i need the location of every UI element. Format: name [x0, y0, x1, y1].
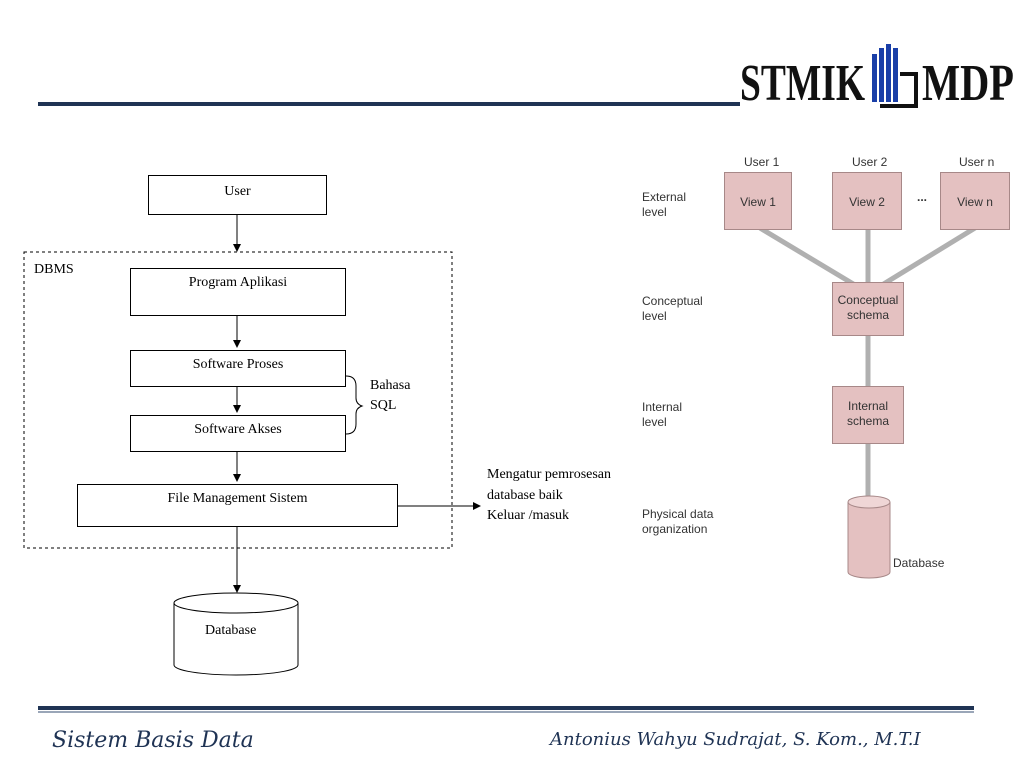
connector-viewn [880, 225, 977, 288]
sql-brace-icon [345, 375, 364, 435]
view1-box: View 1 [724, 172, 792, 230]
right-diagram-lines [758, 225, 977, 579]
software-akses-box: Software Akses [130, 415, 346, 452]
file-management-box: File Management Sistem [77, 484, 398, 527]
viewn-box: View n [940, 172, 1010, 230]
conceptual-schema-box: Conceptual schema [832, 282, 904, 336]
bahasa-label: Bahasa [370, 378, 411, 393]
user1-label: User 1 [744, 155, 780, 169]
conceptual-level-label-2: level [642, 309, 667, 323]
logo-right-text: MDP [922, 55, 1014, 112]
left-diagram-lines [23, 214, 481, 676]
views-ellipsis: ... [917, 190, 928, 204]
user-box: User [148, 175, 327, 215]
conceptual-schema-label-1: Conceptual [837, 293, 899, 307]
dbms-boundary [23, 251, 453, 549]
note-line-1: Mengatur pemrosesan [487, 467, 612, 482]
usern-label: User n [959, 155, 995, 169]
footer-rule-shadow [38, 711, 974, 713]
software-akses-label: Software Akses [194, 422, 282, 437]
conceptual-level-label-1: Conceptual [642, 294, 703, 308]
logo-graphic: STMIK MDP [740, 44, 1014, 112]
right-database-label: Database [893, 556, 945, 570]
viewn-label: View n [957, 195, 993, 209]
note-line-3: Keluar /masuk [487, 508, 570, 523]
stmik-mdp-logo: STMIK MDP [740, 42, 1020, 112]
right-database-cylinder-icon [847, 495, 891, 579]
external-level-label-2: level [642, 205, 667, 219]
physical-level-label-2: organization [642, 522, 708, 536]
external-level-label-1: External [642, 190, 687, 204]
footer-author: Antonius Wahyu Sudrajat, S. Kom., M.T.I [550, 729, 921, 750]
logo-left-text: STMIK [740, 55, 865, 112]
user2-label: User 2 [852, 155, 888, 169]
sql-label: SQL [370, 398, 397, 413]
dbms-label: DBMS [34, 262, 74, 277]
internal-schema-label-2: schema [846, 414, 890, 428]
software-proses-label: Software Proses [192, 357, 284, 372]
view2-box: View 2 [832, 172, 902, 230]
database-cylinder-icon [173, 592, 299, 676]
internal-level-label-1: Internal [642, 400, 683, 414]
header-rule [38, 102, 740, 106]
connector-view1 [758, 225, 857, 288]
footer-course-title: Sistem Basis Data [52, 728, 254, 753]
file-management-label: File Management Sistem [167, 491, 308, 506]
software-proses-box: Software Proses [130, 350, 346, 387]
footer-rule [38, 706, 974, 710]
database-label: Database [205, 623, 257, 638]
internal-schema-label-1: Internal [847, 399, 889, 413]
user-label: User [224, 184, 251, 199]
note-line-2: database baik [487, 488, 563, 503]
conceptual-schema-label-2: schema [846, 308, 890, 322]
program-aplikasi-label: Program Aplikasi [188, 275, 288, 290]
physical-level-label-1: Physical data [642, 507, 714, 521]
internal-schema-box: Internal schema [832, 386, 904, 444]
view2-label: View 2 [849, 195, 885, 209]
logo-emblem-icon [872, 44, 918, 108]
internal-level-label-2: level [642, 415, 667, 429]
program-aplikasi-box: Program Aplikasi [130, 268, 346, 316]
view1-label: View 1 [740, 195, 776, 209]
